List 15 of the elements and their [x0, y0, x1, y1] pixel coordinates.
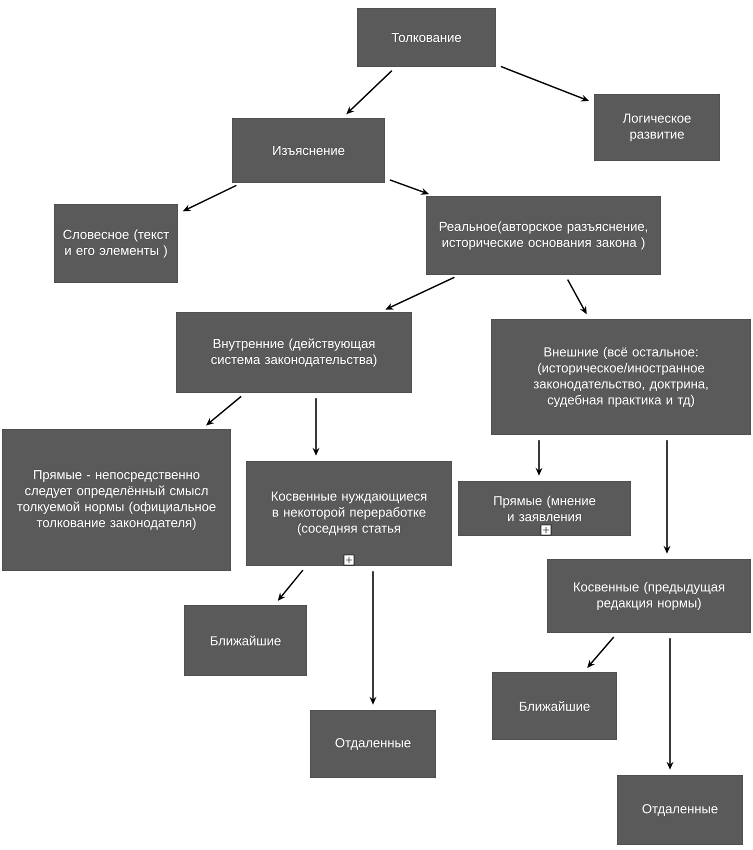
process-box: Прямые (мнение и заявления: [458, 481, 631, 536]
process-box: Реальное(авторское разъяснение, исторические основания закона ): [426, 196, 661, 275]
process-box: Прямые - непосредственно следует определённый смысл толкуемой нормы (официальное толкование законодателя): [2, 429, 231, 571]
process-box: Толкование: [357, 8, 496, 67]
process-box: Косвенные (предыдущая редакция нормы): [547, 559, 751, 633]
process-box: Отдаленные: [310, 710, 436, 778]
process-box: Косвенные нуждающиеся в некоторой переработке (соседняя статья: [246, 461, 452, 566]
process-box: Отдаленные: [617, 775, 743, 845]
process-box: Внешние (всё остальное: (историческое/иностранное законодательство, доктрина, судебная практика и тд): [491, 319, 751, 435]
process-box: Внутренние (действующая система законодательства): [176, 312, 412, 393]
process-box: Ближайшие: [184, 605, 307, 676]
process-box: Изъяснение: [232, 118, 385, 183]
process-box: Логическое развитие: [594, 94, 720, 161]
process-box: Словесное (текст и его элементы ): [54, 204, 178, 283]
process-box: Ближайшие: [492, 672, 617, 740]
